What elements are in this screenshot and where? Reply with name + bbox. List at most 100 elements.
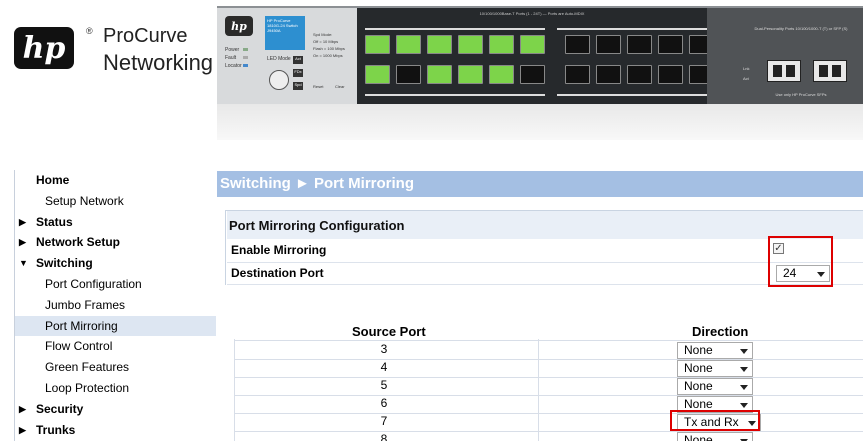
- port-group-bar: [365, 94, 545, 96]
- legend-reset: Reset: [313, 84, 324, 89]
- sidebar-item-green-features[interactable]: Green Features: [15, 357, 216, 377]
- sidebar-item-home[interactable]: Home: [15, 170, 216, 190]
- sidebar-item-label: Loop Protection: [45, 381, 130, 395]
- ethernet-port-top-7: [565, 35, 590, 54]
- sidebar-item-switching[interactable]: ▼Switching: [15, 253, 216, 273]
- port-group-bar: [557, 94, 739, 96]
- sidebar-item-flow-control[interactable]: Flow Control: [15, 336, 216, 356]
- chevron-down-icon: [740, 385, 748, 390]
- led-mode-button: [269, 70, 289, 90]
- source-port-cell: 3: [380, 342, 388, 356]
- config-header: Port Mirroring Configuration: [227, 211, 863, 239]
- port-group-bar: [365, 28, 545, 30]
- ethernet-port-bottom-8: [596, 65, 621, 84]
- panel-shadow: [217, 104, 863, 140]
- mode-key-fdx: FDx: [293, 69, 303, 77]
- chevron-down-icon: [748, 421, 756, 426]
- locator-led: [243, 64, 248, 67]
- direction-select[interactable]: None: [677, 396, 753, 413]
- table-header-divider: [234, 340, 863, 341]
- ethernet-port-top-6: [520, 35, 545, 54]
- legend-off: Off = 10 Mbps: [313, 39, 339, 44]
- sidebar-item-trunks[interactable]: ▶ Trunks: [15, 420, 216, 440]
- source-port-cell: 5: [380, 378, 388, 392]
- sidebar-item-label: Flow Control: [45, 339, 113, 354]
- port-header-text: 10/100/1000Base-T Ports (1 - 24T) — Port…: [479, 11, 585, 16]
- legend-flash: Flash = 100 Mbps: [313, 46, 345, 51]
- panel-left-section: hp HP ProCurve 1810G-24 Switch J9450A Po…: [217, 8, 357, 106]
- sidebar-item-label: Green Features: [45, 360, 130, 375]
- ethernet-port-top-3: [427, 35, 452, 54]
- table-row-divider: [234, 377, 863, 378]
- ethernet-port-bottom-2: [396, 65, 421, 84]
- led-mode-label: LED Mode: [267, 56, 291, 62]
- sidebar-item-jumbo-frames[interactable]: Jumbo Frames: [15, 295, 216, 315]
- ethernet-port-bottom-3: [427, 65, 452, 84]
- triangle-down-icon: ▼: [19, 258, 28, 269]
- direction-value: None: [684, 379, 713, 393]
- led-label-locator: Locator: [225, 63, 242, 69]
- brand-name-line1: ProCurve: [103, 25, 188, 47]
- source-port-cell: 7: [380, 414, 388, 428]
- table-row-divider: [234, 395, 863, 396]
- sidebar-item-loop-protection[interactable]: Loop Protection: [15, 378, 216, 398]
- brand-name-line2: Networking: [103, 50, 214, 75]
- destination-port-select[interactable]: 24: [776, 265, 830, 282]
- sidebar-item-port-configuration[interactable]: Port Configuration: [15, 274, 216, 294]
- header-direction: Direction: [692, 324, 749, 339]
- ethernet-port-top-10: [658, 35, 683, 54]
- chevron-down-icon: [740, 349, 748, 354]
- header-source-port: Source Port: [352, 324, 426, 339]
- sidebar-item-label: Setup Network: [45, 193, 124, 208]
- direction-select[interactable]: None: [677, 378, 753, 395]
- sidebar-item-status[interactable]: ▶ Status: [15, 212, 216, 232]
- table-left-border: [234, 339, 235, 441]
- sidebar-item-network-setup[interactable]: ▶Network Setup: [15, 232, 216, 252]
- sidebar-item-label: Security: [36, 401, 84, 416]
- led-label-power: Power: [225, 47, 240, 53]
- sidebar-item-label: Trunks: [36, 422, 76, 437]
- switch-front-panel: hp HP ProCurve 1810G-24 Switch J9450A Po…: [217, 6, 863, 106]
- sidebar-item-label: Port Mirroring: [45, 318, 118, 333]
- sidebar-item-label: Home: [36, 173, 70, 187]
- row-divider: [227, 262, 863, 263]
- direction-value: None: [684, 343, 713, 357]
- sidebar-item-port-mirroring[interactable]: Port Mirroring: [15, 315, 216, 336]
- model-label: HP ProCurve 1810G-24 Switch J9450A: [265, 16, 305, 50]
- enable-mirroring-checkbox[interactable]: ✓: [773, 243, 784, 254]
- sidebar-item-security[interactable]: ▶Security: [15, 399, 216, 419]
- triangle-right-icon: ▶: [19, 424, 26, 435]
- direction-select[interactable]: None: [677, 342, 753, 359]
- hp-logo: hp: [14, 27, 74, 69]
- port-group-bar: [557, 28, 739, 30]
- sidebar-item-label: Status: [36, 214, 73, 229]
- ethernet-port-top-1: [365, 35, 390, 54]
- sfp-port-2: [813, 60, 847, 82]
- chevron-down-icon: [817, 272, 825, 277]
- triangle-right-icon: ▶: [19, 216, 26, 227]
- chevron-down-icon: [740, 367, 748, 372]
- registered-mark: ®: [86, 26, 93, 36]
- destination-port-value: 24: [783, 266, 797, 280]
- led-label-fault: Fault: [225, 55, 237, 61]
- highlight-box-config: [768, 236, 833, 287]
- header-logo-area: hp ® ProCurve Networking: [0, 0, 217, 140]
- sfp-lnk-label: Lnk: [743, 66, 750, 71]
- sfp-section: Dual-Personality Ports 10/100/1000-T (T)…: [707, 8, 863, 106]
- direction-select[interactable]: Tx and Rx: [677, 414, 761, 431]
- sidebar-item-setup-network[interactable]: Setup Network: [15, 191, 216, 211]
- direction-select[interactable]: None: [677, 432, 753, 441]
- chevron-down-icon: [740, 439, 748, 441]
- row-divider: [227, 284, 863, 285]
- ethernet-port-top-8: [596, 35, 621, 54]
- ethernet-port-top-9: [627, 35, 652, 54]
- fault-led: [243, 56, 248, 59]
- direction-value: Tx and Rx: [684, 415, 739, 429]
- direction-select[interactable]: None: [677, 360, 753, 377]
- sidebar-item-label: Port Configuration: [45, 277, 142, 291]
- sfp-label: Dual-Personality Ports 10/100/1000-T (T)…: [754, 26, 848, 31]
- hp-badge: hp: [225, 16, 253, 36]
- config-section-title: Port Mirroring Configuration: [229, 218, 405, 233]
